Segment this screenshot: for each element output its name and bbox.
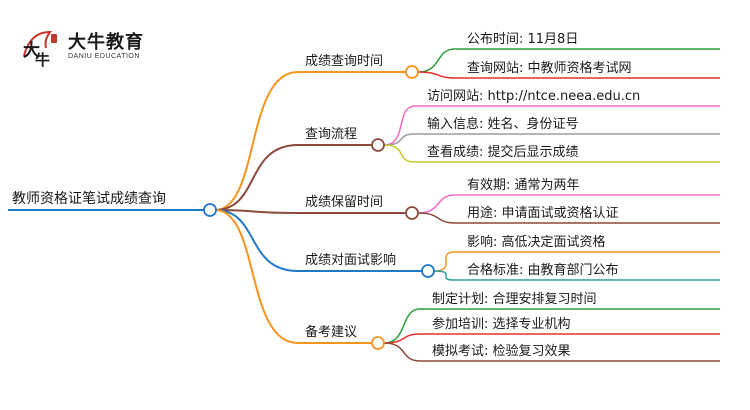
svg-text:牛: 牛 xyxy=(35,51,50,68)
leaf-edge xyxy=(433,251,720,272)
leaf-label: 合格标准: 由教育部门公布 xyxy=(467,262,619,278)
leaf-edge xyxy=(433,270,720,281)
leaf-label: 参加培训: 选择专业机构 xyxy=(432,316,571,332)
branch-label: 查询流程 xyxy=(305,127,357,142)
leaf-label: 查看成绩: 提交后显示成绩 xyxy=(427,144,579,160)
leaf-edge xyxy=(383,308,720,344)
branch-node-circle[interactable] xyxy=(405,65,419,79)
branch-node-circle[interactable] xyxy=(371,138,385,152)
branch-edge xyxy=(214,71,406,211)
brand-name: 大牛教育 xyxy=(68,32,144,53)
logo-emblem-icon: 大 牛 xyxy=(23,30,57,68)
root-node-circle[interactable] xyxy=(203,203,217,217)
leaf-edge xyxy=(417,212,720,224)
branch-label: 成绩查询时间 xyxy=(305,54,383,69)
leaf-edge xyxy=(417,48,720,73)
branch-node-circle[interactable] xyxy=(421,264,435,278)
leaf-edge xyxy=(383,133,720,146)
branch-edge xyxy=(214,209,372,344)
svg-text:大: 大 xyxy=(23,40,40,61)
branch-edge xyxy=(214,209,406,214)
leaf-label: 输入信息: 姓名、身份证号 xyxy=(427,116,579,132)
leaf-edge xyxy=(383,333,720,344)
branch-node-circle[interactable] xyxy=(371,336,385,350)
mindmap-edges xyxy=(8,48,720,362)
leaf-edge xyxy=(383,105,720,146)
leaf-edge xyxy=(417,71,720,79)
leaf-edge xyxy=(417,194,720,214)
root-topic: 教师资格证笔试成绩查询 xyxy=(12,191,166,207)
leaf-label: 影响: 高低决定面试资格 xyxy=(467,234,606,250)
branch-edge xyxy=(214,209,422,272)
branch-label: 成绩保留时间 xyxy=(305,195,383,210)
leaf-label: 制定计划: 合理安排复习时间 xyxy=(432,292,597,307)
branch-node-circle[interactable] xyxy=(405,206,419,220)
leaf-label: 有效期: 通常为两年 xyxy=(467,178,580,193)
leaf-label: 模拟考试: 检验复习效果 xyxy=(432,343,571,359)
leaf-edge xyxy=(383,144,720,163)
brand-logo: 大 牛 大牛教育 DANIU EDUCATION xyxy=(20,26,170,70)
branch-label: 成绩对面试影响 xyxy=(305,252,396,268)
branch-edge xyxy=(214,144,372,211)
leaf-edge xyxy=(383,342,720,362)
leaf-label: 访问网站: http://ntce.neea.edu.cn xyxy=(427,89,640,104)
leaf-label: 用途: 申请面试或资格认证 xyxy=(467,205,619,221)
leaf-label: 公布时间: 11月8日 xyxy=(467,32,578,47)
leaf-label: 查询网站: 中教师资格考试网 xyxy=(467,60,632,76)
branch-label: 备考建议 xyxy=(305,324,357,340)
brand-name-en: DANIU EDUCATION xyxy=(68,53,140,60)
